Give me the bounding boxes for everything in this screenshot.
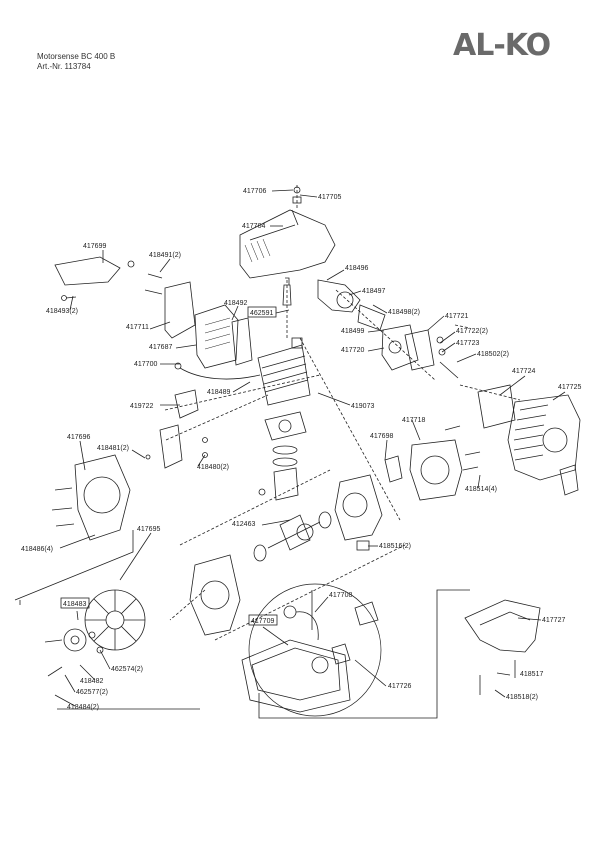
brand-logo: AL-KO — [453, 28, 551, 63]
leader-lines — [54, 189, 566, 707]
spark-plug — [282, 277, 292, 306]
filter-base — [404, 329, 435, 371]
handle-bracket — [464, 599, 541, 653]
label-419073: 419073 — [351, 403, 374, 410]
label-417721: 417721 — [445, 313, 468, 320]
label-462591: 462591 — [250, 310, 273, 317]
label-418486: 418486(4) — [21, 546, 53, 553]
label-418517: 418517 — [520, 671, 543, 678]
top-screws — [292, 186, 302, 204]
air-filter — [194, 304, 239, 369]
label-418491: 418491(2) — [149, 252, 181, 259]
label-417709: 417709 — [251, 618, 274, 625]
starter-housing — [409, 439, 463, 501]
label-417695: 417695 — [137, 526, 160, 533]
spacer — [356, 540, 370, 551]
label-417704: 417704 — [242, 223, 265, 230]
fan-housing — [74, 454, 131, 541]
document-header: Motorsense BC 400 B Art.-Nr. 113784 — [37, 52, 115, 72]
label-417696: 417696 — [67, 434, 90, 441]
label-418481: 418481(2) — [97, 445, 129, 452]
label-418498: 418498(2) — [388, 309, 420, 316]
label-418518: 418518(2) — [506, 694, 538, 701]
label-418480: 418480(2) — [197, 464, 229, 471]
label-418483: 418483 — [63, 601, 86, 608]
starter-pawl — [384, 455, 403, 483]
label-462574: 462574(2) — [111, 666, 143, 673]
fan-hub — [63, 628, 87, 652]
label-417725: 417725 — [558, 384, 581, 391]
intake-manifold — [381, 324, 419, 371]
ignition-coil — [174, 389, 199, 419]
fuel-tank — [241, 639, 351, 713]
crankcase-left — [189, 554, 241, 636]
model-title: Motorsense BC 400 B — [37, 52, 116, 61]
tank-grommet — [331, 643, 351, 665]
frame-lines — [14, 530, 470, 719]
label-417698: 417698 — [370, 433, 393, 440]
fuel-filter — [283, 590, 319, 641]
label-418496: 418496 — [345, 265, 368, 272]
air-cleaner-cover — [54, 256, 121, 286]
top-cover — [239, 209, 336, 279]
label-418516: 418516(2) — [379, 543, 411, 550]
label-418492: 418492 — [224, 300, 247, 307]
carburetor — [317, 279, 386, 331]
label-417711: 417711 — [126, 324, 149, 331]
assembly-guides — [164, 185, 521, 641]
label-417705: 417705 — [318, 194, 341, 201]
label-417700: 417700 — [134, 361, 157, 368]
label-418502: 418502(2) — [477, 351, 509, 358]
label-418493: 418493(2) — [46, 308, 78, 315]
label-417726: 417726 — [388, 683, 411, 690]
ignition-lead — [179, 367, 261, 380]
ignition-module — [159, 424, 183, 469]
gasket — [231, 317, 253, 366]
cylinder — [257, 337, 311, 406]
label-417723: 417723 — [456, 340, 479, 347]
cylinder-gasket — [264, 411, 307, 441]
label-417720: 417720 — [341, 347, 364, 354]
label-418497: 418497 — [362, 288, 385, 295]
label-412463: 412463 — [232, 521, 255, 528]
label-462577: 462577(2) — [76, 689, 108, 696]
piston-ring-upper — [272, 445, 298, 455]
label-boxes — [60, 306, 278, 626]
flywheel — [84, 589, 146, 651]
label-417706: 417706 — [243, 188, 266, 195]
label-418489: 418489 — [207, 389, 230, 396]
crankcase-right — [334, 474, 383, 541]
label-417718: 417718 — [402, 417, 425, 424]
label-417708: 417708 — [329, 592, 352, 599]
label-417724: 417724 — [512, 368, 535, 375]
crankshaft — [253, 511, 332, 562]
label-417687: 417687 — [149, 344, 172, 351]
article-number: Art.-Nr. 113784 — [37, 62, 91, 71]
label-417727: 417727 — [542, 617, 565, 624]
piston — [273, 467, 299, 501]
fuel-cap — [354, 601, 379, 626]
air-filter-cover — [507, 394, 581, 496]
label-418514: 418514(4) — [465, 486, 497, 493]
label-418499: 418499 — [341, 328, 364, 335]
label-418484: 418484(2) — [67, 704, 99, 711]
label-418482: 418482 — [80, 678, 103, 685]
label-417722: 417722(2) — [456, 328, 488, 335]
label-417699: 417699 — [83, 243, 106, 250]
piston-ring-lower — [272, 457, 298, 467]
part-labels: 417706 417705 417704 417699 418491(2) 41… — [21, 188, 581, 711]
filter-pad — [477, 384, 516, 429]
label-419722: 419722 — [130, 403, 153, 410]
filter-housing — [164, 281, 196, 339]
